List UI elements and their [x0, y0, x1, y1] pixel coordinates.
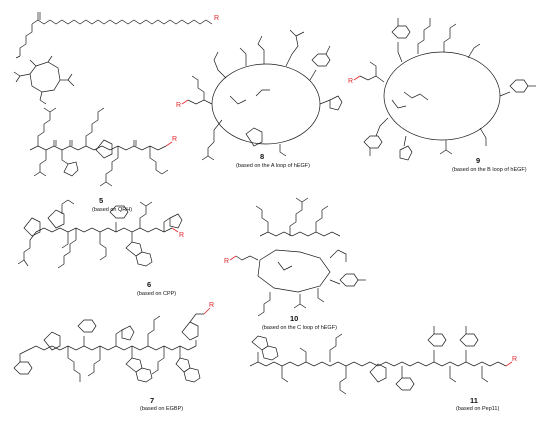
- r-label-peg: R: [214, 15, 219, 22]
- r-label-9: R: [348, 78, 353, 85]
- structure-7: [13, 313, 204, 383]
- compound-9-number: 9: [476, 156, 481, 165]
- structure-11: [249, 326, 507, 395]
- r-label-11: R: [512, 356, 517, 363]
- compound-7-number: 7: [150, 396, 155, 405]
- structure-9: [359, 18, 536, 161]
- compound-6-number: 6: [147, 280, 152, 289]
- r-label-8: R: [176, 102, 181, 109]
- structure-10: [235, 197, 366, 317]
- compound-10-caption: (based on the C loop of hEGF): [262, 325, 337, 331]
- compound-6-caption: (based on CPP): [137, 291, 177, 297]
- compound-9-caption: (based on the B loop of hEGF): [452, 167, 527, 173]
- r-label-10: R: [224, 258, 229, 265]
- structure-5: [29, 107, 169, 187]
- r-label-6: R: [179, 232, 184, 239]
- compound-8-caption: (based on the A loop of hEGF): [236, 163, 310, 169]
- compound-10-number: 10: [290, 314, 299, 323]
- structure-8: [187, 29, 343, 161]
- compound-5-caption: (based on QRH): [92, 207, 133, 213]
- compound-8-number: 8: [260, 152, 265, 161]
- compound-7-caption: (based on EGBP): [140, 406, 184, 412]
- r-label-5: R: [172, 136, 177, 143]
- compound-11-caption: (based on Pep11): [456, 406, 500, 412]
- structure-6: [17, 199, 183, 269]
- structure-peg-dota: [13, 12, 213, 105]
- r-label-7: R: [209, 302, 214, 309]
- compound-5-number: 5: [99, 196, 104, 205]
- compound-11-number: 11: [470, 396, 478, 405]
